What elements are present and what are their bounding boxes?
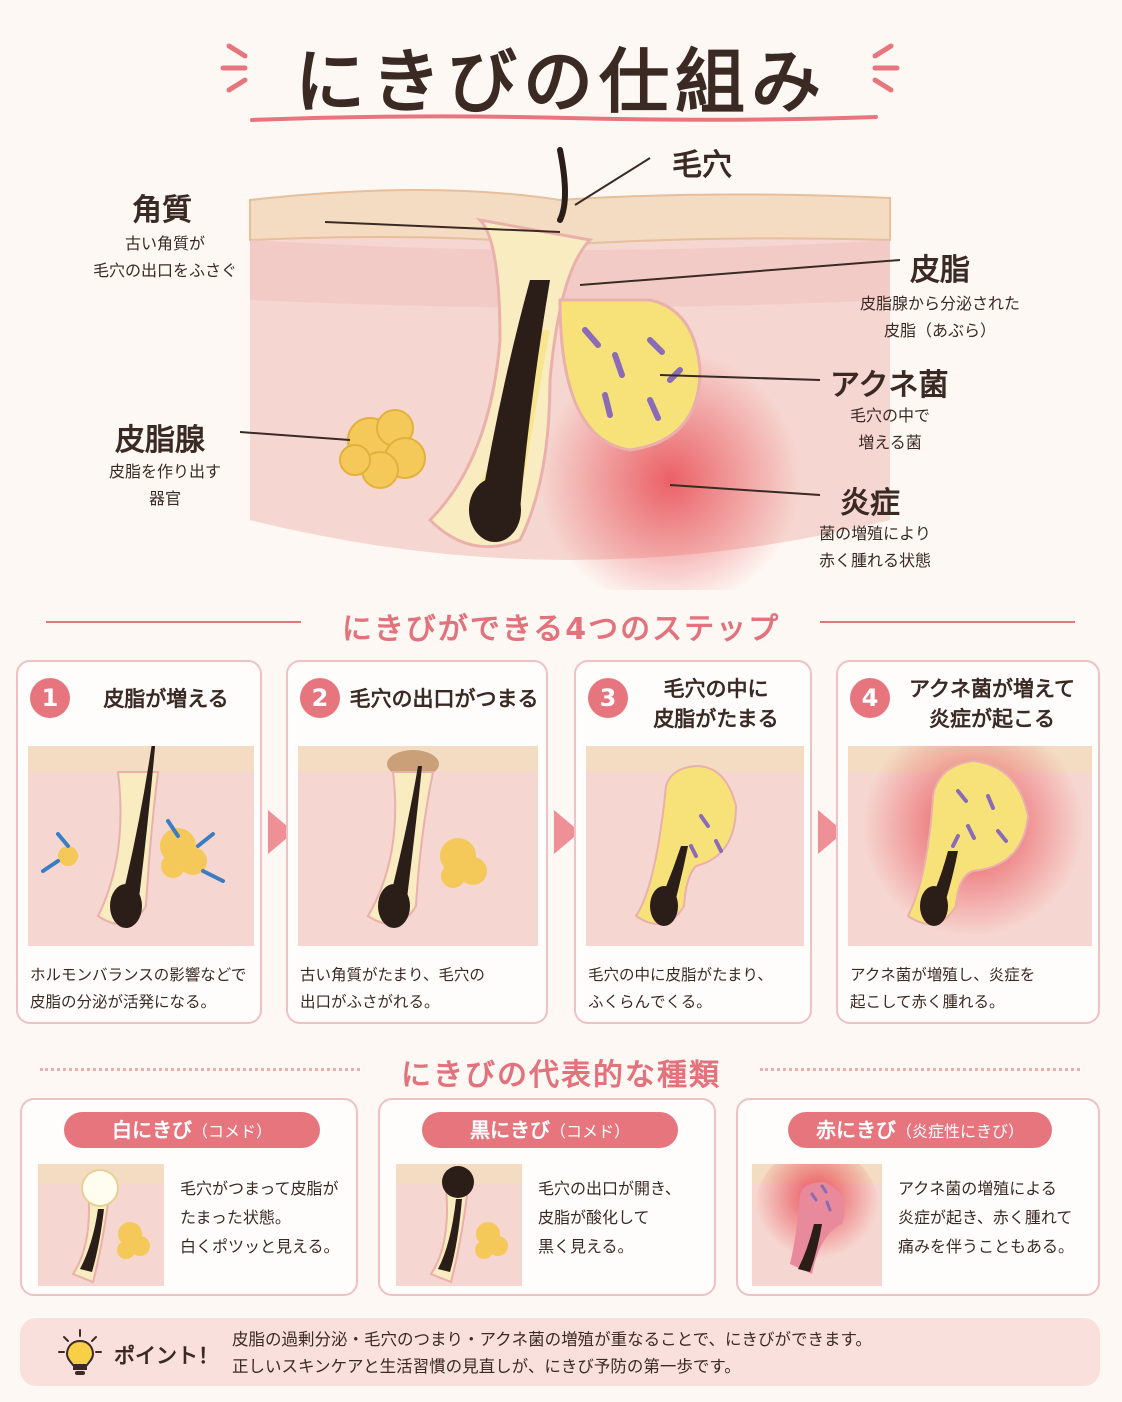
point-box: ポイント！ 皮脂の過剰分泌・毛穴のつまり・アクネ菌の増殖が重なることで、にきびが… bbox=[20, 1318, 1100, 1386]
step-desc-3: 毛穴の中に皮脂がたまり、ふくらんでくる。 bbox=[588, 966, 773, 1011]
steps-section-title: にきびができる4つのステップ bbox=[341, 612, 781, 647]
step-title-4: アクネ菌が増えて炎症が起こる bbox=[909, 677, 1075, 731]
type-illustration-red bbox=[752, 1164, 882, 1286]
lightbulb-icon bbox=[58, 1329, 102, 1375]
title-decoration-right bbox=[872, 43, 900, 93]
type-illustration-white bbox=[38, 1164, 164, 1286]
steps-divider-left bbox=[46, 621, 301, 623]
type-desc-black: 毛穴の出口が開き、皮脂が酸化して黒く見える。 bbox=[538, 1179, 681, 1256]
step-number-3: 3 bbox=[588, 678, 628, 718]
type-pill-red: 赤にきび（炎症性にきび） bbox=[788, 1112, 1052, 1148]
step-desc-1: ホルモンバランスの影響などで皮脂の分泌が活発になる。 bbox=[30, 966, 247, 1011]
point-label: ポイント！ bbox=[114, 1344, 219, 1368]
step-number-2: 2 bbox=[300, 678, 340, 718]
step-number-1: 1 bbox=[30, 678, 70, 718]
step-card-2: 2 毛穴の出口がつまる 古い角質がたまり、毛穴の出口がふさがれる。 bbox=[286, 660, 548, 1024]
step-title-3: 毛穴の中に皮脂がたまる bbox=[653, 677, 779, 731]
step-illustration-4 bbox=[848, 746, 1092, 946]
type-desc-white: 毛穴がつまって皮脂がたまった状態。白くポツッと見える。 bbox=[180, 1179, 340, 1256]
label-keratin-desc: 古い角質が毛穴の出口をふさぐ bbox=[92, 234, 237, 280]
type-card-black: 黒にきび（コメド） 毛穴の出口が開き、皮脂が酸化して黒く見える。 bbox=[378, 1098, 716, 1296]
type-pill-black: 黒にきび（コメド） bbox=[422, 1112, 678, 1148]
title-underline bbox=[250, 114, 878, 122]
type-pill-white: 白にきび（コメド） bbox=[64, 1112, 320, 1148]
label-keratin-title: 角質 bbox=[132, 193, 192, 228]
page-title: にきびの仕組み bbox=[295, 41, 827, 123]
label-pore-title: 毛穴 bbox=[672, 148, 732, 183]
step-desc-2: 古い角質がたまり、毛穴の出口がふさがれる。 bbox=[300, 966, 485, 1011]
label-inflammation-desc: 菌の増殖により赤く腫れる状態 bbox=[818, 524, 931, 570]
title-decoration-left bbox=[220, 43, 248, 93]
label-sebum-desc: 皮脂腺から分泌された皮脂（あぶら） bbox=[859, 294, 1020, 340]
step-title-1: 皮脂が増える bbox=[103, 687, 229, 711]
types-divider-right bbox=[760, 1068, 1080, 1071]
type-card-white: 白にきび（コメド） 毛穴がつまって皮脂がたまった状態。白くポツッと見える。 bbox=[20, 1098, 358, 1296]
step-title-2: 毛穴の出口がつまる bbox=[349, 687, 539, 711]
step-illustration-2 bbox=[298, 746, 538, 946]
label-acne-bacteria-title: アクネ菌 bbox=[830, 368, 949, 403]
step-illustration-1 bbox=[28, 746, 254, 946]
label-sebaceous-gland-title: 皮脂腺 bbox=[115, 423, 205, 458]
step-number-4: 4 bbox=[850, 678, 890, 718]
step-illustration-3 bbox=[586, 746, 804, 946]
label-sebum-title: 皮脂 bbox=[910, 253, 970, 288]
step-card-4: 4 アクネ菌が増えて炎症が起こる アクネ菌が増殖し、炎症を起こして赤く腫れる。 bbox=[836, 660, 1100, 1024]
steps-divider-right bbox=[820, 621, 1075, 623]
label-sebaceous-gland-desc: 皮脂を作り出す器官 bbox=[108, 462, 221, 508]
step-card-3: 3 毛穴の中に皮脂がたまる 毛穴の中に皮脂がたまり、ふくらんでくる。 bbox=[574, 660, 812, 1024]
acne-cross-section-diagram bbox=[239, 147, 901, 590]
step-card-1: 1 皮脂が増える ホルモンバランスの影響などで皮脂の分泌が活発になる。 bbox=[16, 660, 262, 1024]
types-divider-left bbox=[40, 1068, 360, 1071]
label-acne-bacteria-desc: 毛穴の中で増える菌 bbox=[849, 406, 930, 452]
type-illustration-black bbox=[396, 1164, 522, 1286]
label-inflammation-title: 炎症 bbox=[840, 486, 900, 521]
type-desc-red: アクネ菌の増殖による炎症が起き、赤く腫れて痛みを伴うこともある。 bbox=[898, 1179, 1075, 1256]
types-section-title: にきびの代表的な種類 bbox=[401, 1058, 721, 1093]
step-desc-4: アクネ菌が増殖し、炎症を起こして赤く腫れる。 bbox=[850, 966, 1036, 1011]
point-text: 皮脂の過剰分泌・毛穴のつまり・アクネ菌の増殖が重なることで、にきびができます。正… bbox=[232, 1330, 872, 1376]
type-card-red: 赤にきび（炎症性にきび） アクネ菌の増殖による炎症が起き、赤く腫れて痛みを伴うこ… bbox=[736, 1098, 1100, 1296]
